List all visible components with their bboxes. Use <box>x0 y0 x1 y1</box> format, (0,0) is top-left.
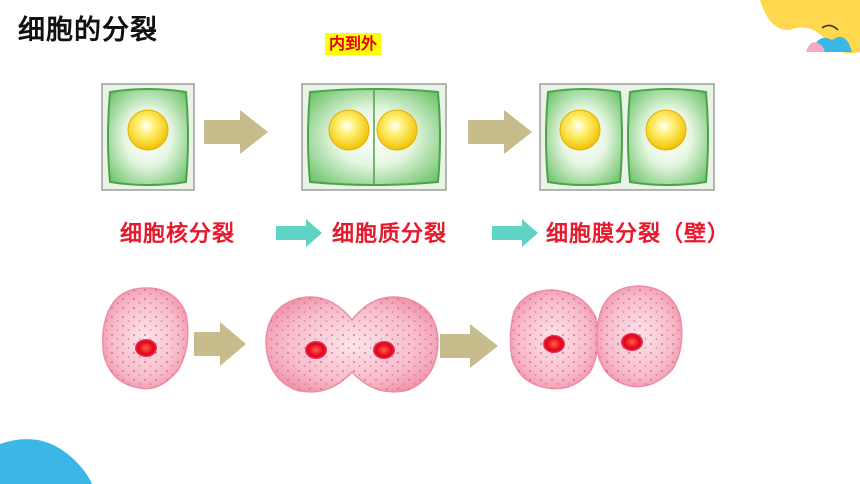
step-label-membrane: 细胞膜分裂（壁） <box>546 222 731 247</box>
right-arrow-icon <box>468 110 532 154</box>
right-arrow-icon <box>492 219 538 247</box>
page-title: 细胞的分裂 <box>18 15 158 46</box>
right-arrow-icon <box>204 110 268 154</box>
right-arrow-icon <box>440 324 498 368</box>
corner-decoration-top-right <box>760 0 860 54</box>
plant-cell-icon <box>101 83 195 191</box>
plant-cell-icon <box>539 83 715 191</box>
animal-cell-icon <box>509 285 683 390</box>
step-label-nucleus: 细胞核分裂 <box>120 222 236 247</box>
plant-cell-icon <box>301 83 447 191</box>
right-arrow-icon <box>194 322 246 366</box>
corner-decoration-bottom-left <box>0 439 92 484</box>
step-label-cytoplasm: 细胞质分裂 <box>332 222 448 247</box>
right-arrow-icon <box>276 219 322 247</box>
animal-cell-icon <box>265 296 439 393</box>
animal-cell-icon <box>101 287 189 390</box>
highlight-note: 内到外 <box>325 33 382 55</box>
